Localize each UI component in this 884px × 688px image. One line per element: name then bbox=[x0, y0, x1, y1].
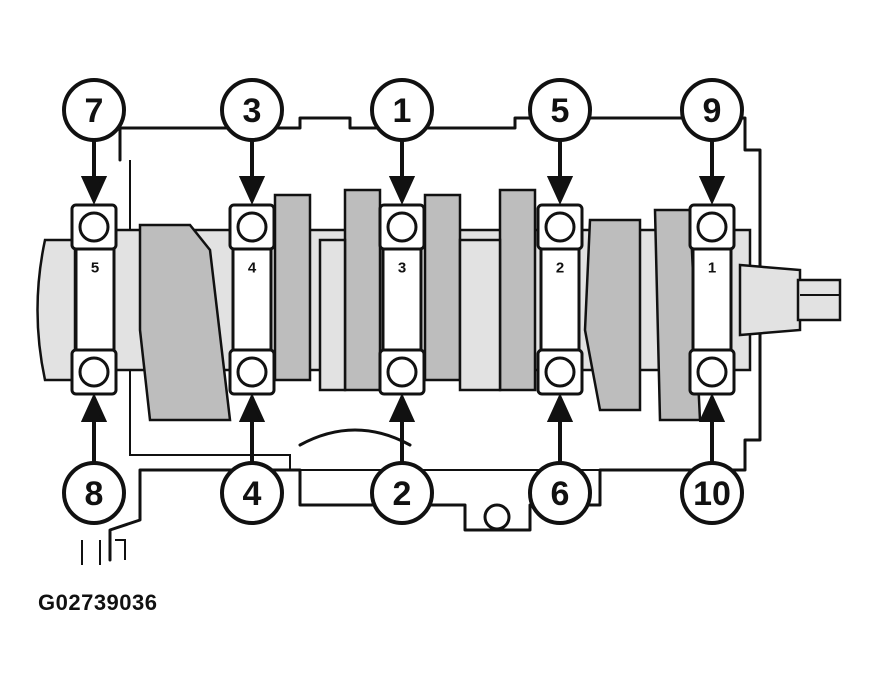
cap-mark: 4 bbox=[248, 260, 257, 277]
svg-text:2: 2 bbox=[393, 475, 412, 513]
sequence-callout: 9 bbox=[680, 78, 744, 142]
svg-text:10: 10 bbox=[693, 475, 731, 513]
down-arrow-icon bbox=[698, 140, 726, 205]
sequence-callout: 2 bbox=[370, 461, 434, 525]
bearing-cap: 1 bbox=[691, 243, 733, 352]
up-arrow-icon bbox=[388, 393, 416, 462]
up-arrow-icon bbox=[238, 393, 266, 462]
bottom-callouts: 8 4 2 6 10 bbox=[62, 461, 744, 525]
figure-id-label: G02739036 bbox=[38, 590, 158, 615]
sequence-callout: 8 bbox=[62, 461, 126, 525]
up-arrow-icon bbox=[698, 393, 726, 462]
svg-text:8: 8 bbox=[85, 475, 104, 513]
bolt-head bbox=[228, 203, 276, 251]
cap-mark: 3 bbox=[398, 260, 406, 277]
sequence-callout: 5 bbox=[528, 78, 592, 142]
svg-text:4: 4 bbox=[243, 475, 262, 513]
sequence-callout: 4 bbox=[220, 461, 284, 525]
svg-text:7: 7 bbox=[85, 92, 104, 130]
cap-mark: 2 bbox=[556, 260, 564, 277]
down-arrow-icon bbox=[238, 140, 266, 205]
cap-mark: 5 bbox=[91, 260, 99, 277]
down-arrow-icon bbox=[546, 140, 574, 205]
sequence-callout: 1 bbox=[370, 78, 434, 142]
bolt-head bbox=[378, 203, 426, 251]
svg-text:5: 5 bbox=[551, 92, 570, 130]
svg-text:1: 1 bbox=[393, 92, 412, 130]
down-arrow-icon bbox=[80, 140, 108, 205]
bolt-head bbox=[536, 348, 584, 396]
bolt-head bbox=[688, 203, 736, 251]
bearing-cap: 2 bbox=[539, 243, 581, 352]
sequence-callout: 3 bbox=[220, 78, 284, 142]
sequence-callout: 10 bbox=[680, 461, 744, 525]
bottom-arrows bbox=[80, 393, 726, 462]
bearing-caps: 5 4 3 2 1 bbox=[74, 243, 733, 352]
cap-mark: 1 bbox=[708, 260, 716, 277]
bolt-head bbox=[70, 203, 118, 251]
bolt-head bbox=[378, 348, 426, 396]
bottom-bolt-heads bbox=[70, 348, 736, 396]
up-arrow-icon bbox=[546, 393, 574, 462]
bolt-head bbox=[70, 348, 118, 396]
svg-text:3: 3 bbox=[243, 92, 262, 130]
bolt-head bbox=[688, 348, 736, 396]
bolt-head bbox=[228, 348, 276, 396]
top-arrows bbox=[80, 140, 726, 205]
sequence-callout: 6 bbox=[528, 461, 592, 525]
sequence-callout: 7 bbox=[62, 78, 126, 142]
top-bolt-heads bbox=[70, 203, 736, 251]
bearing-cap: 3 bbox=[381, 243, 423, 352]
svg-text:6: 6 bbox=[551, 475, 570, 513]
bearing-cap: 5 bbox=[74, 243, 116, 352]
down-arrow-icon bbox=[388, 140, 416, 205]
top-callouts: 7 3 1 5 9 bbox=[62, 78, 744, 142]
up-arrow-icon bbox=[80, 393, 108, 462]
bolt-head bbox=[536, 203, 584, 251]
bearing-cap: 4 bbox=[231, 243, 273, 352]
svg-text:9: 9 bbox=[703, 92, 722, 130]
